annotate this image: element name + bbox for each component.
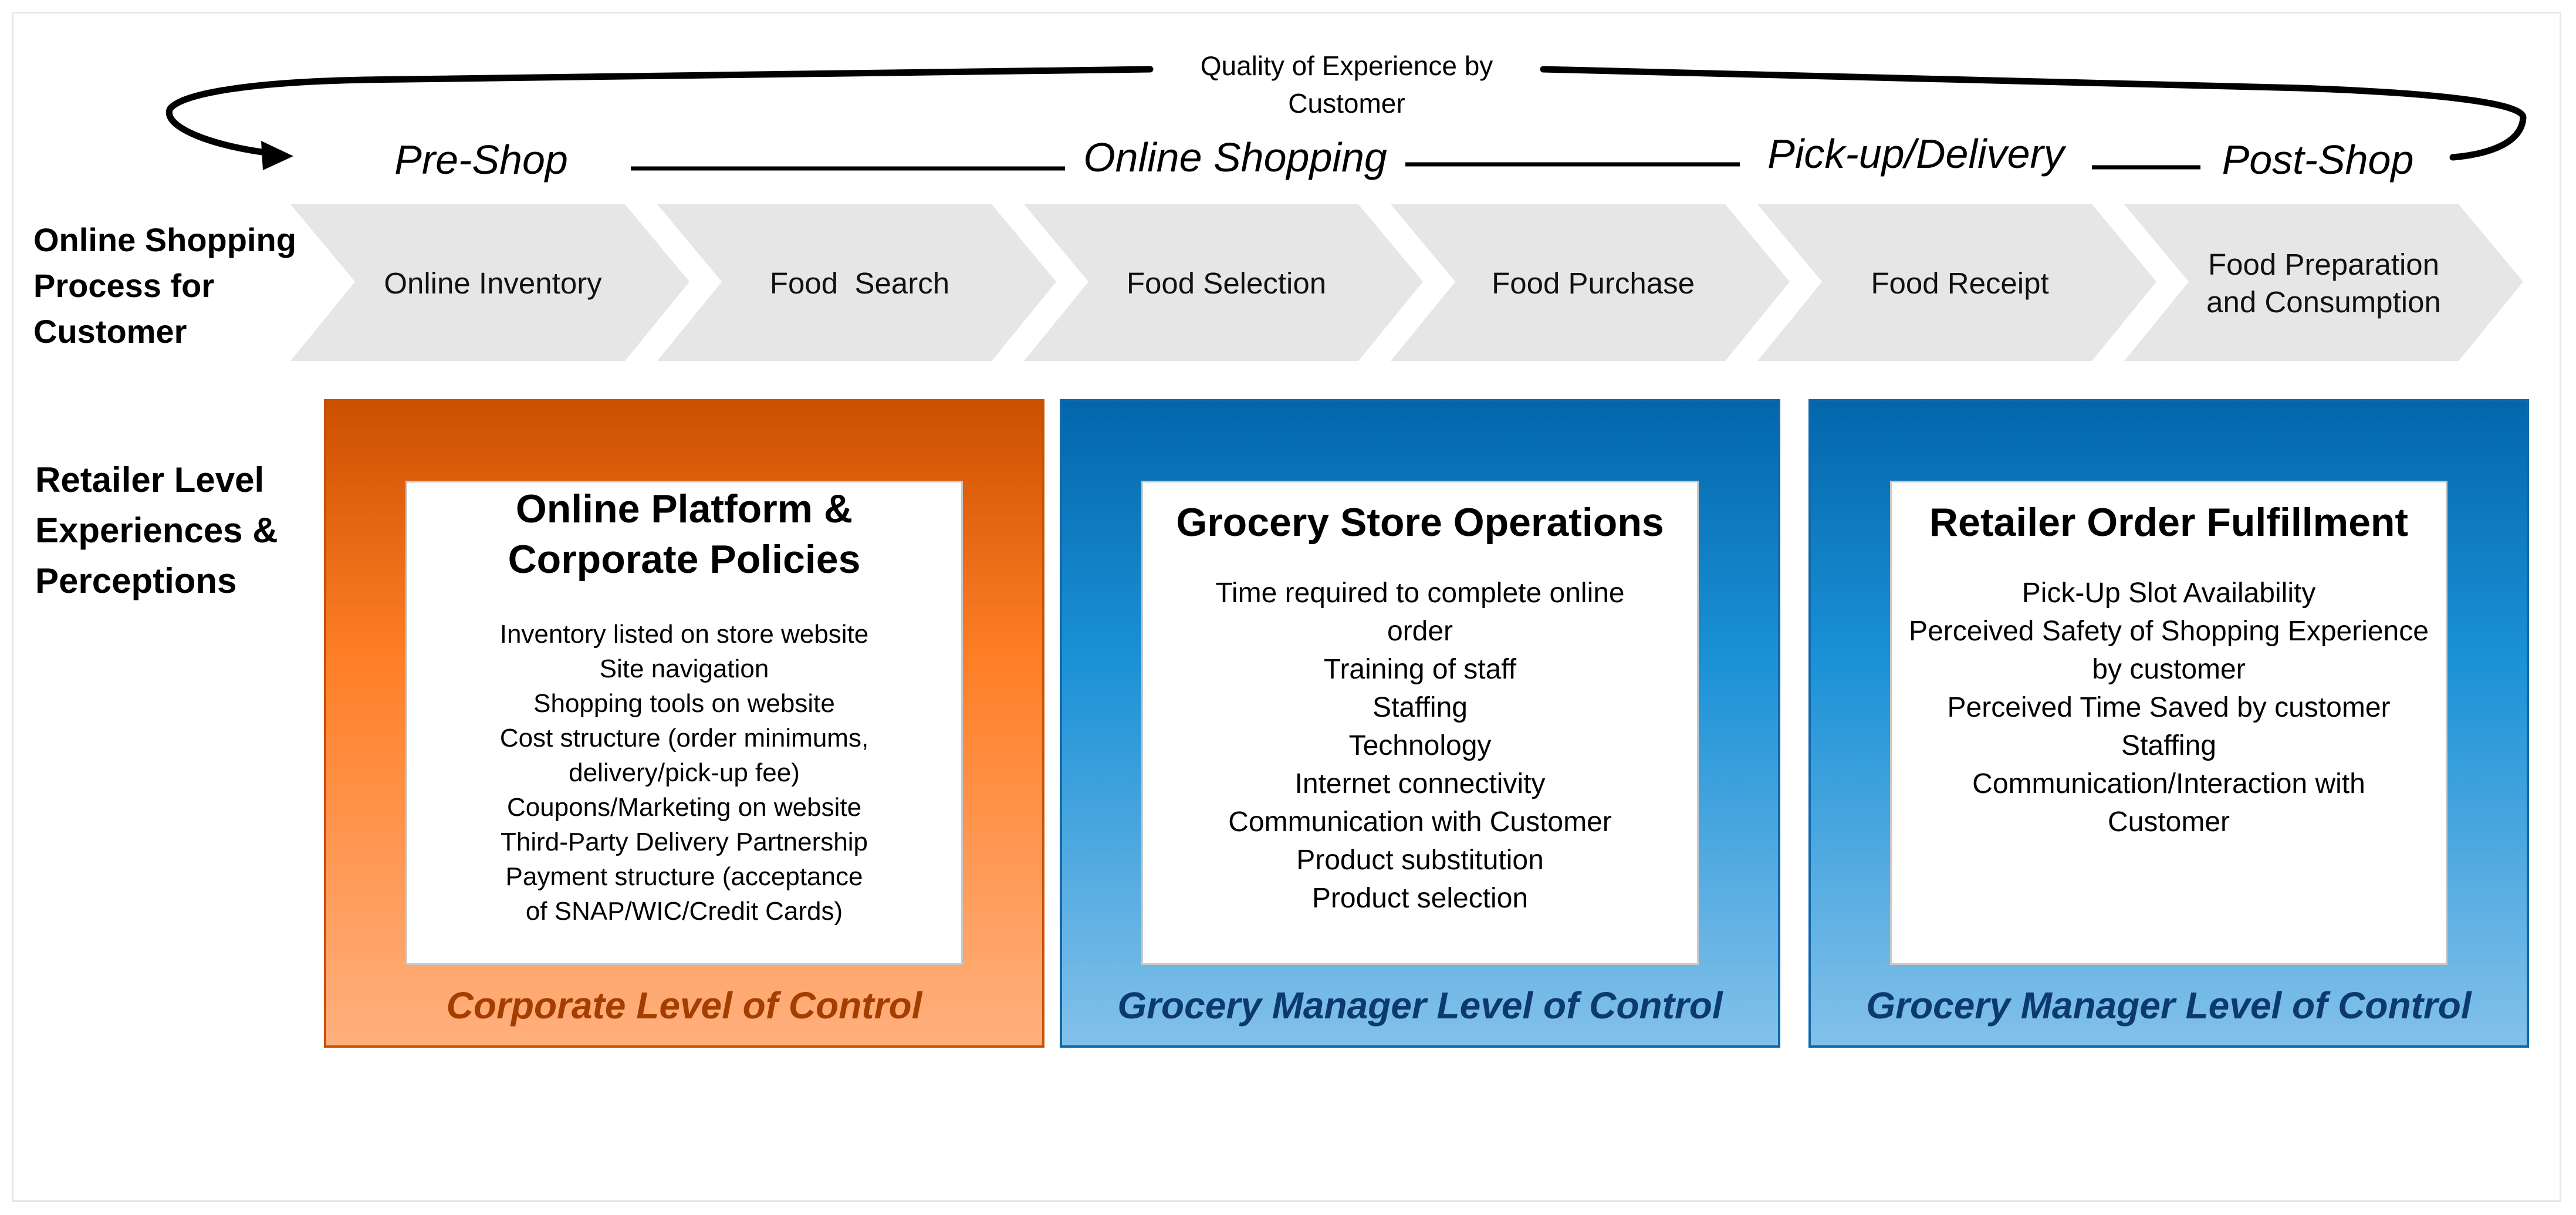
quality-arc-right <box>1540 66 2527 161</box>
chevron-2 <box>657 204 1056 361</box>
panel-corporate-control-label: Corporate Level of Control <box>446 984 922 1027</box>
list-item: Internet connectivity <box>1294 768 1546 799</box>
stage-pickup-delivery: Pick-up/Delivery <box>1767 131 2064 177</box>
stage-pre-shop: Pre-Shop <box>394 137 568 183</box>
panel-store-operations: Grocery Store Operations Time required t… <box>1060 399 1780 1048</box>
panel-corporate-card: Online Platform & Corporate Policies Inv… <box>405 481 963 965</box>
list-item: Coupons/Marketing on website <box>506 793 862 822</box>
list-item: Product selection <box>1311 883 1529 914</box>
list-item: Training of staff <box>1323 654 1517 685</box>
quality-of-experience-label: Quality of Experience by Customer <box>1200 50 1493 119</box>
process-step-food-receipt: Food Receipt <box>1871 266 2049 300</box>
list-item: Cost structure (order minimums, delivery… <box>499 724 869 787</box>
list-item: Site navigation <box>599 654 769 683</box>
panel-store-operations-control-label: Grocery Manager Level of Control <box>1117 984 1723 1027</box>
panel-order-fulfillment-control-label: Grocery Manager Level of Control <box>1866 984 2472 1027</box>
panel-order-fulfillment: Retailer Order Fulfillment Pick-Up Slot … <box>1808 399 2529 1048</box>
chevron-3 <box>1024 204 1423 361</box>
process-step-food-selection: Food Selection <box>1126 266 1327 300</box>
list-item: Perceived Safety of Shopping Experience … <box>1909 616 2429 685</box>
list-item: Pick-Up Slot Availability <box>2021 578 2316 609</box>
panel-corporate: Online Platform & Corporate Policies Inv… <box>324 399 1044 1048</box>
panel-store-operations-card: Grocery Store Operations Time required t… <box>1141 481 1699 965</box>
list-item: Staffing <box>2121 730 2216 761</box>
list-item: Shopping tools on website <box>533 689 835 718</box>
process-step-food-search: Food Search <box>769 266 950 300</box>
process-step-food-purchase: Food Purchase <box>1492 266 1695 300</box>
list-item: Staffing <box>1372 692 1468 723</box>
list-item: Inventory listed on store website <box>499 620 869 649</box>
panel-corporate-title: Online Platform & Corporate Policies <box>508 487 861 582</box>
quality-arc-left <box>165 66 1154 157</box>
panel-store-operations-items: Time required to complete online order T… <box>1143 574 1697 917</box>
list-item: Third-Party Delivery Partnership <box>501 828 868 856</box>
chevron-4 <box>1391 204 1790 361</box>
chevron-6 <box>2124 204 2523 361</box>
process-row-label: Online Shopping Process for Customer <box>33 221 296 350</box>
list-item: Perceived Time Saved by customer <box>1947 692 2391 723</box>
panel-store-operations-title: Grocery Store Operations <box>1176 500 1664 545</box>
list-item: Communication with Customer <box>1228 806 1612 838</box>
process-chevrons <box>290 204 2523 361</box>
retailer-row-label: Retailer Level Experiences & Perceptions <box>35 460 278 600</box>
panel-order-fulfillment-card: Retailer Order Fulfillment Pick-Up Slot … <box>1890 481 2447 965</box>
chevron-1 <box>290 204 689 361</box>
process-step-online-inventory: Online Inventory <box>384 266 602 300</box>
process-step-food-preparation: Food Preparation and Consumption <box>2206 247 2441 319</box>
stage-online-shopping: Online Shopping <box>1083 134 1387 180</box>
stage-post-shop: Post-Shop <box>2222 137 2414 183</box>
panel-corporate-items: Inventory listed on store website Site n… <box>407 617 961 929</box>
chevron-5 <box>1757 204 2156 361</box>
list-item: Product substitution <box>1296 845 1544 876</box>
list-item: Payment structure (acceptance of SNAP/WI… <box>505 862 863 926</box>
list-item: Communication/Interaction with Customer <box>1972 768 2365 838</box>
panel-order-fulfillment-title: Retailer Order Fulfillment <box>1929 500 2409 545</box>
quality-arc-arrowhead <box>261 141 293 170</box>
list-item: Time required to complete online order <box>1215 578 1625 647</box>
panel-order-fulfillment-items: Pick-Up Slot Availability Perceived Safe… <box>1892 574 2446 841</box>
list-item: Technology <box>1348 730 1492 761</box>
diagram-frame <box>12 12 2561 1202</box>
